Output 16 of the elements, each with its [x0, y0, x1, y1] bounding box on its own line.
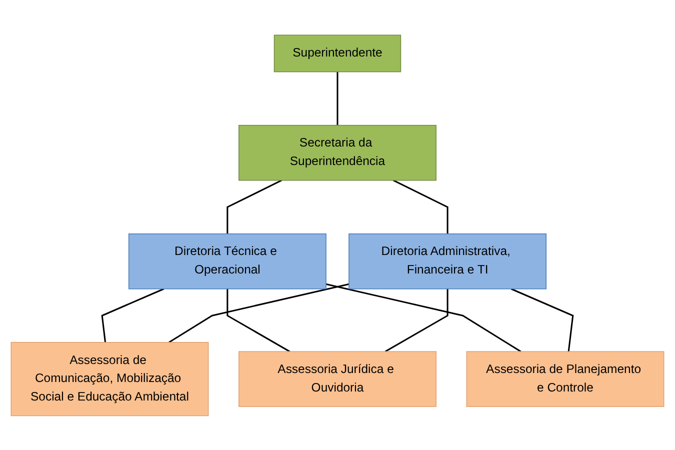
node-box: Superintendente — [274, 34, 402, 72]
connector — [168, 282, 350, 343]
node-box: Assessoria de Comunicação, Mobilização Social e Educação Ambiental — [10, 342, 209, 416]
node-box: Secretaria da Superintendência — [238, 124, 436, 180]
node-box: Assessoria de Planejamento e Controle — [466, 350, 664, 407]
node-box: Assessoria Jurídica e Ouvidoria — [238, 350, 436, 407]
connector — [510, 288, 574, 352]
connector — [226, 288, 290, 352]
connector — [392, 179, 448, 234]
connector — [101, 288, 164, 342]
node-box: Diretoria Administrativa, Financeira e TI — [348, 233, 547, 289]
node-box: Diretoria Técnica e Operacional — [128, 233, 326, 289]
connector — [226, 179, 282, 234]
connector — [336, 71, 338, 125]
connector — [384, 288, 448, 352]
connector — [326, 282, 522, 352]
